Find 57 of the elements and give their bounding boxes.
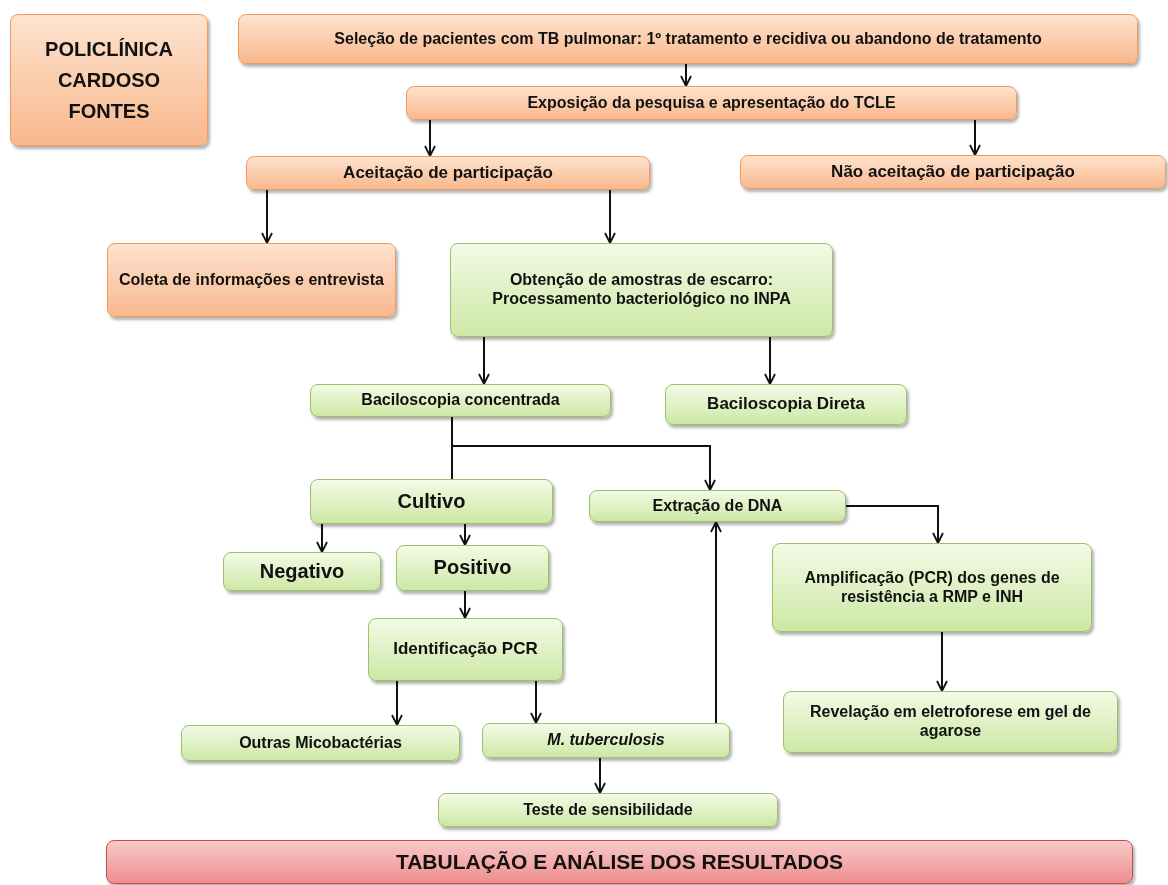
process-box [783, 691, 1118, 753]
arrow [936, 631, 948, 692]
process-box [589, 490, 846, 522]
arrow [478, 336, 490, 385]
arrow [764, 336, 776, 385]
process-box [10, 14, 208, 146]
box-label: Não aceitação de participação [831, 161, 1075, 182]
box-label: Coleta de informações e entrevista [119, 270, 384, 290]
box-label: TABULAÇÃO E ANÁLISE DOS RESULTADOS [395, 849, 844, 875]
process-box [246, 156, 650, 190]
box-label: Obtenção de amostras de escarro: Processamento bacteriológico no INPA [491, 271, 792, 309]
box-label: Revelação em eletroforese em gel de agarose [809, 703, 1092, 741]
box-label: Positivo [433, 556, 512, 580]
box-label: Aceitação de participação [343, 162, 553, 183]
box-label: Baciloscopia concentrada [361, 391, 560, 410]
process-box [181, 725, 460, 761]
arrow [604, 189, 616, 244]
arrow [710, 521, 722, 724]
box-label: Teste de sensibilidade [523, 800, 693, 820]
box-label: Cultivo [397, 489, 466, 514]
process-box [223, 552, 381, 591]
process-box [368, 618, 563, 681]
arrow [459, 590, 471, 619]
arrow [680, 63, 692, 87]
box-label: Amplificação (PCR) dos genes de resistência a RMP e INH [803, 568, 1061, 607]
box-label: Identificação PCR [393, 639, 538, 660]
box-label: M. tuberculosis [547, 731, 665, 750]
arrow [424, 119, 436, 157]
box-label: Extração de DNA [652, 496, 783, 516]
box-label: Exposição da pesquisa e apresentação do TCLE [527, 93, 896, 113]
process-box [406, 86, 1017, 120]
process-box [482, 723, 730, 758]
arrow [261, 189, 273, 244]
arrow [530, 680, 542, 724]
box-label: Baciloscopia Direta [707, 394, 865, 415]
arrow [391, 680, 403, 726]
process-box [310, 479, 553, 524]
box-label: Seleção de pacientes com TB pulmonar: 1º tratamento e recidiva ou abandono de tratamento [334, 29, 1042, 49]
process-box [310, 384, 611, 417]
process-box [107, 243, 396, 317]
arrow [451, 416, 716, 491]
arrow [969, 119, 981, 156]
process-box [438, 793, 778, 827]
process-box [450, 243, 833, 337]
process-box [106, 840, 1133, 884]
box-label: Negativo [259, 559, 345, 584]
arrow [316, 523, 328, 553]
arrow [594, 757, 606, 794]
process-box [740, 155, 1166, 189]
process-box [665, 384, 907, 425]
arrow [845, 505, 944, 544]
box-label: Outras Micobactérias [239, 733, 402, 753]
arrow [459, 523, 471, 546]
process-box [238, 14, 1138, 64]
process-box [772, 543, 1092, 632]
box-label: POLICLÍNICA CARDOSO FONTES [44, 36, 174, 124]
process-box [396, 545, 549, 591]
